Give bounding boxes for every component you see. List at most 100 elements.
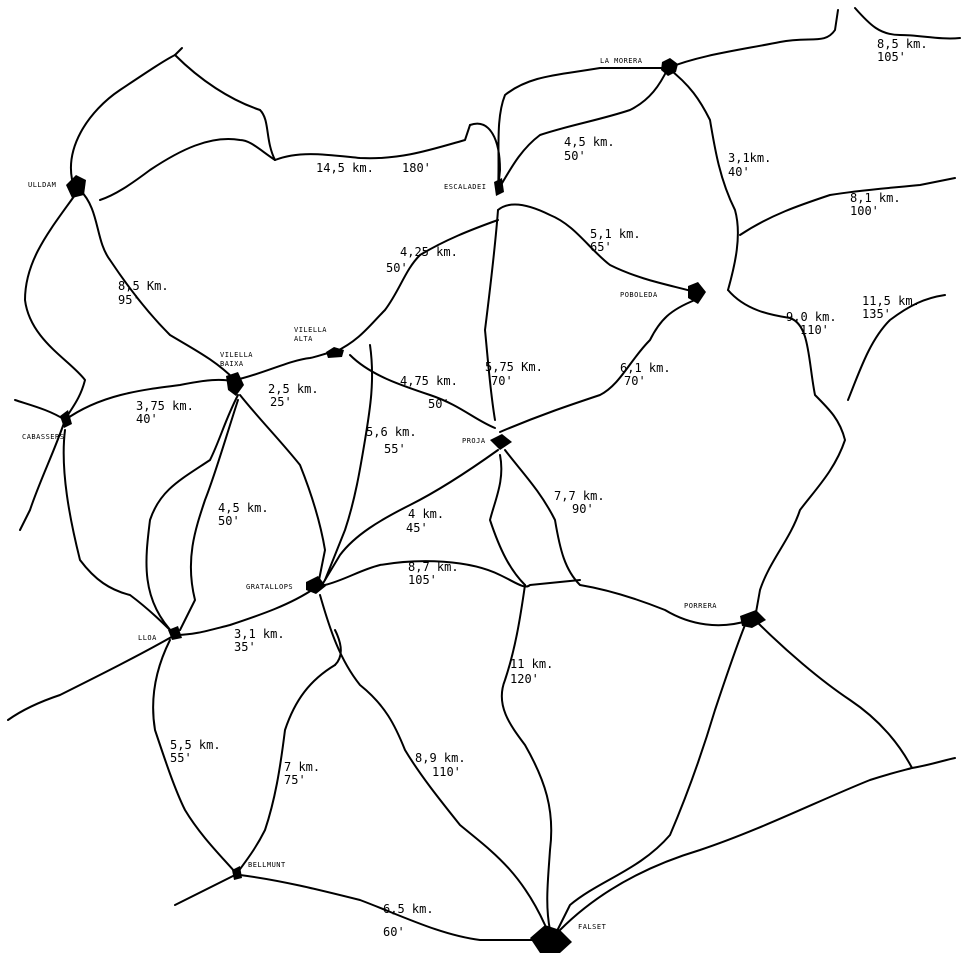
route-time: 110' [432, 765, 461, 779]
road [854, 7, 961, 40]
route-distance: 8,1 km. [850, 191, 901, 205]
route-distance: 3,1 km. [234, 627, 285, 641]
town-labels: LA MORERA ULLDAM ESCALADEI POBOLEDA VILE… [22, 57, 717, 931]
road [19, 419, 66, 531]
road [174, 587, 316, 636]
route-time: 75' [284, 773, 306, 787]
road [7, 634, 176, 721]
road [239, 394, 326, 586]
route-time: 40' [728, 165, 750, 179]
town-label-lloa: LLOA [138, 634, 157, 642]
route-time: 35' [234, 640, 256, 654]
road [14, 399, 66, 421]
town-marker-lloa[interactable] [168, 626, 182, 640]
route-distance: 5,1 km. [590, 227, 641, 241]
town-label-falset: FALSET [578, 923, 607, 931]
town-marker-poboleda[interactable] [688, 282, 706, 304]
route-distance: 8,9 km. [415, 751, 466, 765]
road [152, 639, 236, 873]
route-time: 25' [270, 395, 292, 409]
road [62, 429, 176, 636]
road [174, 47, 183, 56]
road [239, 874, 541, 941]
route-distance: 4 km. [408, 507, 444, 521]
town-label-porrera: PORRERA [684, 602, 717, 610]
route-time: 90' [572, 502, 594, 516]
route-distance: 5,75 Km. [485, 360, 543, 374]
town-marker-torroja[interactable] [490, 434, 512, 450]
road [559, 767, 913, 931]
road [99, 138, 276, 201]
route-time: 50' [386, 261, 408, 275]
route-time: 135' [862, 307, 891, 321]
town-marker-falset[interactable] [530, 925, 572, 953]
road [497, 67, 669, 191]
town-marker-bellmunt[interactable] [232, 866, 242, 880]
route-distance: 3,75 km. [136, 399, 194, 413]
route-time: 50' [564, 149, 586, 163]
route-time: 180' [402, 161, 431, 175]
road [847, 294, 946, 401]
route-distance: 11 km. [510, 657, 553, 671]
route-distance: 4,25 km. [400, 245, 458, 259]
road [497, 67, 669, 191]
route-time: 50' [428, 397, 450, 411]
route-distance: 4,5 km. [564, 135, 615, 149]
route-time: 120' [510, 672, 539, 686]
route-time: 110' [800, 323, 829, 337]
road [349, 354, 496, 429]
road [469, 122, 501, 191]
road [504, 449, 751, 627]
route-distance: 2,5 km. [268, 382, 319, 396]
road [274, 124, 471, 161]
route-time: 55' [170, 751, 192, 765]
town-marker-gratallops[interactable] [306, 576, 326, 594]
road [145, 394, 239, 636]
road [727, 289, 846, 619]
route-distance: 4,5 km. [218, 501, 269, 515]
route-distance: 5,5 km. [170, 738, 221, 752]
road [667, 9, 839, 69]
road [554, 624, 746, 936]
route-time: 95' [118, 293, 140, 307]
town-marker-vilella-baixa[interactable] [226, 372, 244, 396]
route-distance: 11,5 km. [862, 294, 920, 308]
route-distance: 9,0 km. [786, 310, 837, 324]
route-time: 40' [136, 412, 158, 426]
route-time: 60' [383, 925, 405, 939]
town-marker-porrera[interactable] [740, 610, 766, 628]
road [324, 344, 374, 581]
town-marker-escaladei[interactable] [494, 178, 504, 196]
road [174, 874, 236, 906]
route-time: 65' [590, 240, 612, 254]
town-label-cabassers: CABASSERS [22, 433, 64, 441]
town-label-vilella-alta-1: VILELLA [294, 326, 327, 334]
route-distance: 7 km. [284, 760, 320, 774]
town-marker-la-morera[interactable] [661, 58, 678, 76]
town-label-torroja: PROJA [462, 437, 486, 445]
town-marker-ulldemolins[interactable] [66, 175, 86, 198]
road [754, 619, 956, 769]
town-marker-vilella-alta[interactable] [326, 347, 344, 358]
road [739, 177, 956, 236]
route-distance: 8,5 Km. [118, 279, 169, 293]
town-label-bellmunt: BELLMUNT [248, 861, 286, 869]
road [324, 560, 581, 588]
road [64, 378, 236, 421]
route-distance: 8,5 km. [877, 37, 928, 51]
road [497, 203, 696, 293]
route-time: 105' [877, 50, 906, 64]
road [484, 209, 499, 421]
town-marker-cabassers[interactable] [60, 410, 72, 428]
route-labels: 8,5 km. 105' 14,5 km. 180' 4,5 km. 50' 3… [118, 37, 928, 939]
route-time: 55' [384, 442, 406, 456]
town-label-vilella-baixa-1: VILELLA [220, 351, 253, 359]
road [79, 189, 236, 381]
town-label-vilella-baixa-2: BAIXA [220, 360, 244, 368]
road [667, 67, 739, 291]
road [237, 664, 336, 873]
road [174, 54, 276, 161]
town-label-vilella-alta-2: ALTA [294, 335, 313, 343]
route-time: 50' [218, 514, 240, 528]
